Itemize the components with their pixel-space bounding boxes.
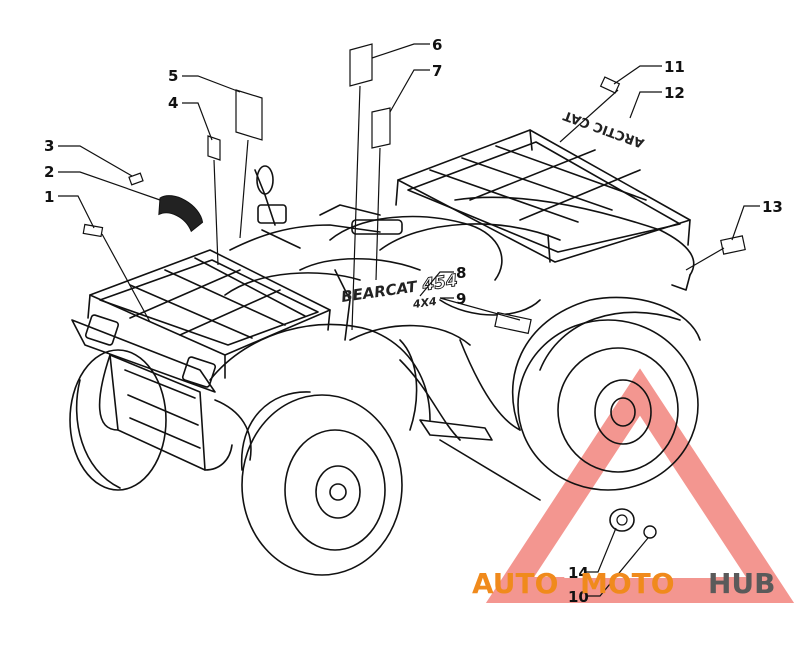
callout-6: 6 [432,36,442,54]
callout-14: 14 [568,564,589,582]
decal-13 [720,235,746,255]
watermark-triangle [485,368,795,603]
decal-8-model: BEARCAT 454 4X4 [340,270,459,311]
callout-7: 7 [432,62,442,80]
rear-fender [379,196,701,431]
decal-8-model-text: BEARCAT [340,277,420,306]
watermark-text-part3: HUB [708,567,776,600]
decal-2-logo [158,195,204,233]
callout-10: 10 [568,588,589,606]
decal-11 [599,76,621,94]
decal-7 [371,107,391,149]
callout-4: 4 [168,94,178,112]
rear-rack [395,129,691,263]
decal-6 [349,43,373,87]
atv-illustration [69,129,701,576]
decal-8-drive-text: 4X4 [411,295,437,311]
seat-tank [299,204,503,281]
watermark-text-part1: AUTO [472,567,558,600]
decal-parts [82,43,746,539]
callout-12: 12 [664,84,685,102]
callout-2: 2 [44,163,54,181]
callout-9: 9 [456,290,466,308]
emblem-10 [643,525,657,539]
rear-wheel [517,311,699,491]
handlebars [229,165,403,251]
decal-4 [207,135,221,161]
callout-11: 11 [664,58,685,76]
decal-3 [128,172,144,186]
front-left-wheel [69,349,167,491]
leader-lines [58,43,760,597]
footrest-engine [214,339,541,501]
front-right-wheel [240,391,403,576]
decal-9 [494,311,532,335]
front-body [209,269,471,441]
callout-3: 3 [44,137,54,155]
decal-5 [235,89,263,141]
callout-5: 5 [168,67,178,85]
decal-8-model-number: 454 [420,271,459,296]
callout-13: 13 [762,198,783,216]
callout-8: 8 [456,264,466,282]
watermark-text-part2: MOTO [580,567,675,600]
watermark-logo: AUTO MOTO HUB [472,567,776,600]
callout-numbers: 1 2 3 4 5 6 7 8 9 10 11 12 13 14 [44,36,783,606]
front-rack [87,249,331,379]
emblem-14 [609,508,635,532]
callout-1: 1 [44,188,54,206]
